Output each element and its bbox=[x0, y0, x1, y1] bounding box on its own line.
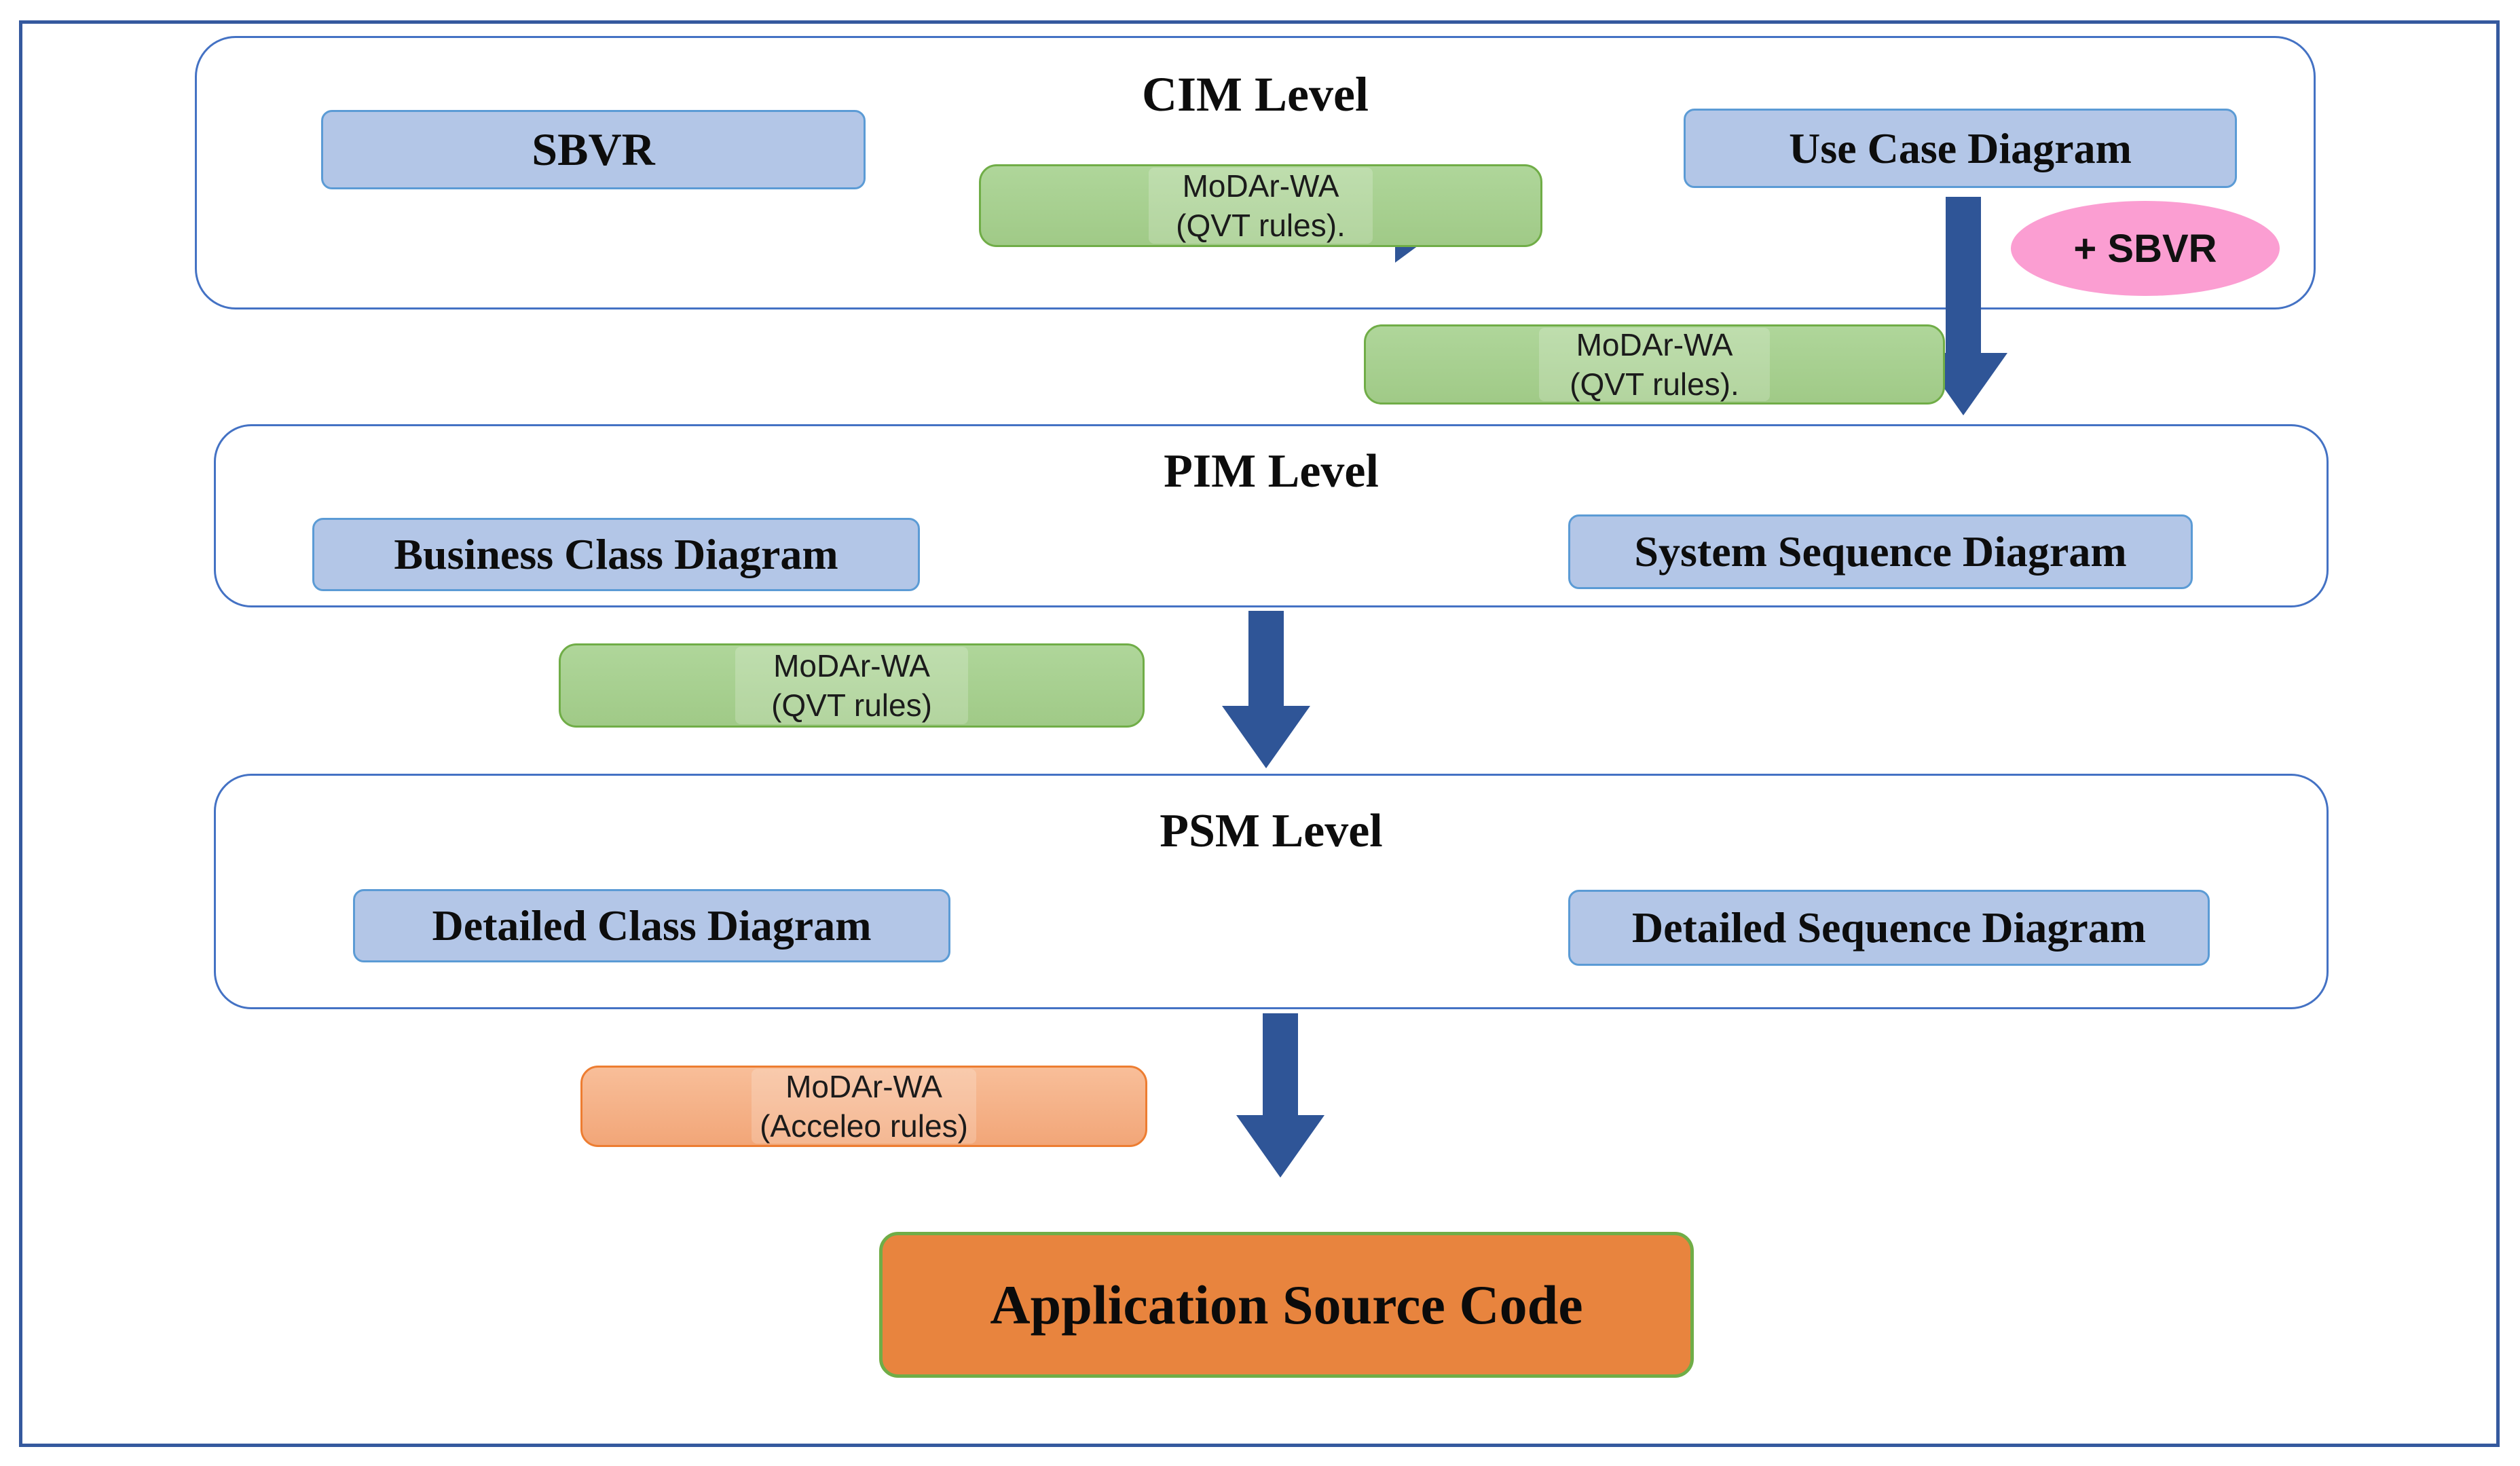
text-highlight-band bbox=[751, 1069, 977, 1144]
psm-to-code-arrow-shaft bbox=[1263, 1013, 1298, 1115]
transformation-box-cim-pim: MoDAr-WA (QVT rules). bbox=[1364, 324, 1945, 405]
text-highlight-band bbox=[1539, 328, 1770, 401]
sbvr-annotation-ellipse: + SBVR bbox=[2011, 201, 2280, 296]
psm-to-code-arrow-head-icon bbox=[1236, 1115, 1324, 1178]
transformation-rules: (QVT rules). bbox=[1570, 366, 1739, 402]
transformation-name: MoDAr-WA bbox=[773, 648, 930, 683]
transformation-rules: (QVT rules). bbox=[1176, 208, 1346, 243]
sbvr-box: SBVR bbox=[321, 110, 866, 189]
transformation-box-cim: MoDAr-WA (QVT rules). bbox=[979, 164, 1542, 247]
cim-level-title: CIM Level bbox=[1142, 67, 1369, 121]
transformation-name: MoDAr-WA bbox=[785, 1069, 942, 1104]
detailed-class-diagram-box: Detailed Class Diagram bbox=[353, 889, 950, 962]
psm-level-title: PSM Level bbox=[1160, 805, 1383, 857]
transformation-box-code-generation: MoDAr-WA (Acceleo rules) bbox=[580, 1066, 1147, 1147]
text-highlight-band bbox=[735, 647, 968, 724]
transformation-name: MoDAr-WA bbox=[1182, 168, 1339, 204]
text-highlight-band bbox=[1149, 168, 1373, 244]
cim-to-pim-arrow-shaft bbox=[1946, 197, 1981, 353]
system-sequence-diagram-box: System Sequence Diagram bbox=[1568, 514, 2193, 589]
transformation-box-pim-psm: MoDAr-WA (QVT rules) bbox=[559, 643, 1145, 728]
transformation-rules: (Acceleo rules) bbox=[760, 1108, 968, 1144]
business-class-diagram-box: Business Class Diagram bbox=[312, 518, 920, 591]
pim-to-psm-arrow-shaft bbox=[1248, 611, 1284, 706]
detailed-sequence-diagram-box: Detailed Sequence Diagram bbox=[1568, 890, 2210, 966]
use-case-diagram-box: Use Case Diagram bbox=[1684, 109, 2237, 188]
transformation-name: MoDAr-WA bbox=[1576, 327, 1733, 362]
pim-to-psm-arrow-head-icon bbox=[1222, 706, 1310, 768]
transformation-rules: (QVT rules) bbox=[771, 688, 932, 723]
application-source-code-box: Application Source Code bbox=[879, 1232, 1694, 1378]
pim-level-title: PIM Level bbox=[1164, 445, 1379, 497]
